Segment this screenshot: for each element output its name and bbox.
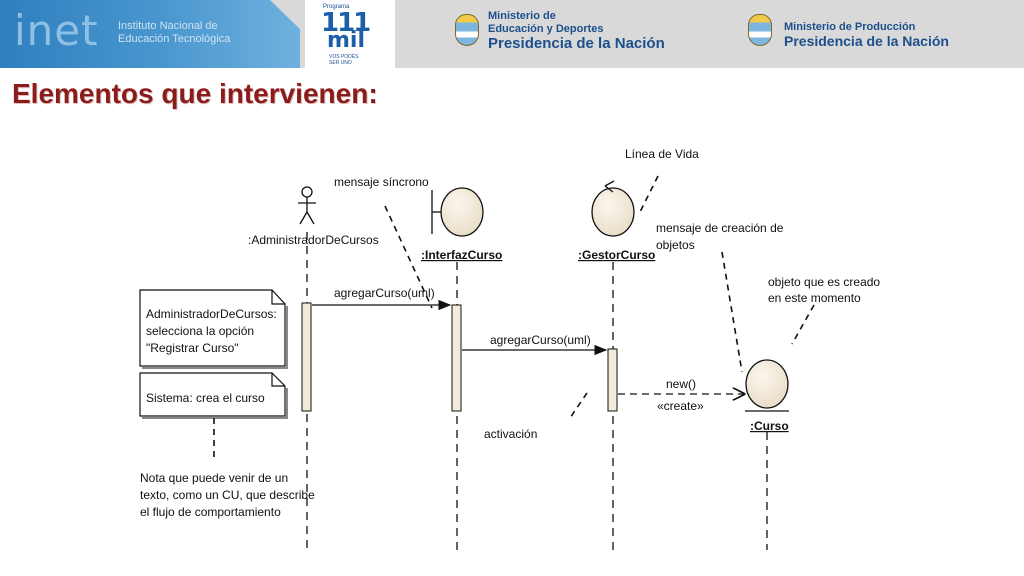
lifeline-pointer — [639, 175, 659, 213]
ministry1-line3: Presidencia de la Nación — [488, 35, 665, 52]
annotation-object-line2: en este momento — [768, 291, 861, 305]
programa-mil: mil — [327, 28, 366, 53]
note-1 — [139, 289, 288, 369]
coat-of-arms-icon — [748, 14, 772, 46]
inet-subtitle-line1: Instituto Nacional de — [118, 20, 218, 32]
annotation-creation-line2: objetos — [656, 238, 695, 252]
logo-divider-shape — [270, 0, 300, 68]
creation-message-pointer — [721, 251, 743, 373]
inet-logo: inet Instituto Nacional de Educación Tec… — [0, 0, 300, 68]
ministry1-line1: Ministerio de — [488, 10, 556, 22]
ministry2-line2: Presidencia de la Nación — [784, 33, 949, 49]
annotation-sync-message: mensaje síncrono — [334, 175, 429, 189]
annotation-note-line3: el flujo de comportamiento — [140, 505, 281, 519]
actor-icon — [298, 186, 316, 225]
note-1-line2: selecciona la opción — [146, 324, 254, 338]
annotation-object-line1: objeto que es creado — [768, 275, 880, 289]
ministry2-line1: Ministerio de Producción — [784, 21, 916, 33]
object-pointer — [791, 304, 815, 345]
programa-111: 111 — [321, 8, 371, 38]
annotation-note-line1: Nota que puede venir de un — [140, 471, 288, 485]
interface-label: :InterfazCurso — [421, 248, 502, 262]
programa-111mil-logo: Programa 111 mil VOS PODÉS SER UNO — [305, 0, 395, 68]
inet-subtitle: Instituto Nacional de Educación Tecnológ… — [118, 20, 230, 46]
controller-label: :GestorCurso — [578, 248, 655, 262]
message-3-label: new() — [666, 377, 696, 391]
header-bar: inet Instituto Nacional de Educación Tec… — [0, 0, 1024, 68]
controller-activation-bar — [607, 348, 618, 412]
interface-activation-bar — [451, 304, 462, 412]
boundary-object-icon — [431, 187, 484, 237]
inet-wordmark: inet — [14, 6, 99, 55]
note-1-line1: AdministradorDeCursos: — [146, 307, 277, 321]
programa-tagline-line1: VOS PODÉS — [329, 54, 359, 60]
message-2-label: agregarCurso(uml) — [490, 333, 591, 347]
annotation-creation-line1: mensaje de creación de — [656, 221, 784, 235]
sync-message-pointer — [384, 205, 433, 309]
annotation-note-line2: texto, como un CU, que describe — [140, 488, 315, 502]
actor-label: :AdministradorDeCursos — [248, 233, 379, 247]
note-2-text: Sistema: crea el curso — [146, 391, 265, 405]
inet-subtitle-line2: Educación Tecnológica — [118, 33, 231, 45]
control-object-icon — [591, 180, 635, 237]
note-1-line3: "Registrar Curso" — [146, 341, 239, 355]
programa-tagline-line2: SER UNO — [329, 60, 352, 66]
entity-label: :Curso — [750, 419, 789, 433]
programa-tagline: VOS PODÉS SER UNO — [329, 54, 369, 66]
create-stereotype-label: «create» — [657, 399, 704, 413]
ministry1-line2: Educación y Deportes — [488, 23, 604, 35]
programa-label: Programa — [323, 4, 350, 10]
actor-activation-bar — [301, 302, 312, 412]
activation-pointer — [569, 392, 588, 419]
coat-of-arms-icon — [455, 14, 479, 46]
annotation-activation: activación — [484, 427, 537, 441]
entity-object-icon — [745, 359, 789, 412]
message-1-label: agregarCurso(uml) — [334, 286, 435, 300]
note-2 — [139, 372, 288, 419]
slide-title: Elementos que intervienen: — [12, 78, 378, 109]
annotation-lifeline: Línea de Vida — [625, 147, 699, 161]
